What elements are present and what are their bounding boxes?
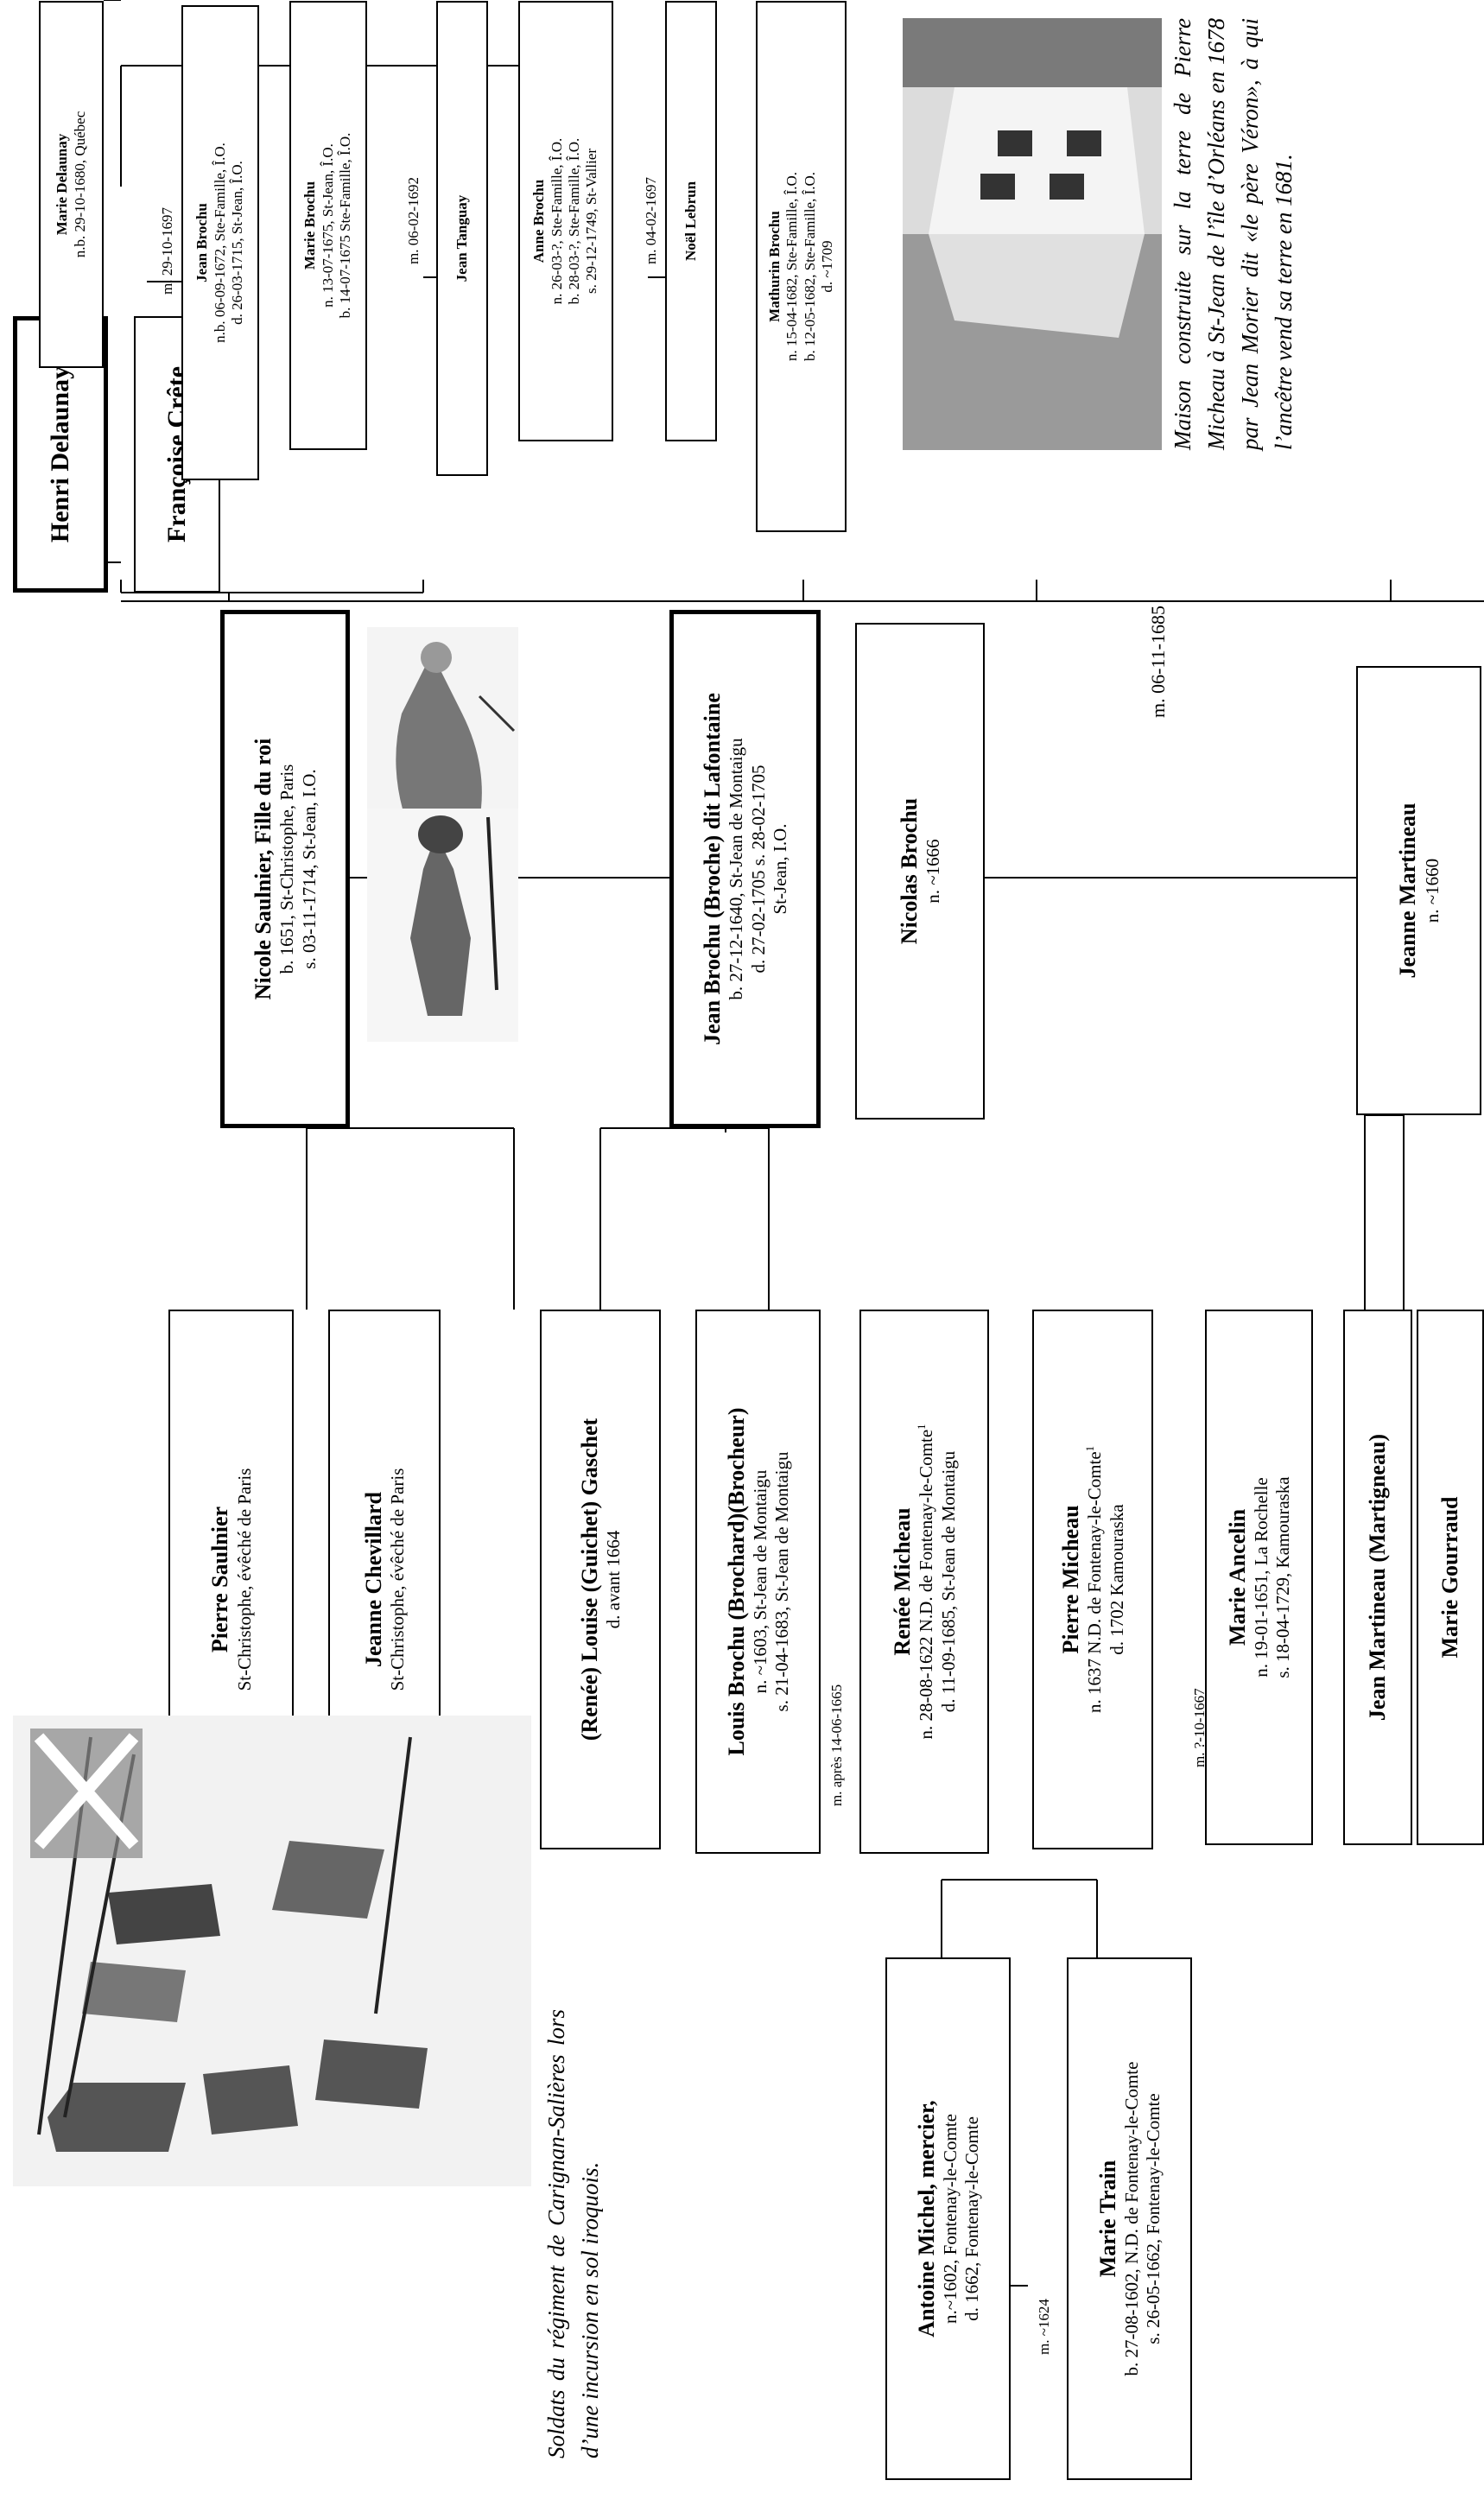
name: Nicole Saulnier, Fille du roi xyxy=(251,738,276,1000)
name: Antoine Michel, mercier, xyxy=(913,2100,939,2338)
detail: d. 1702 Kamouraska xyxy=(1106,1504,1127,1655)
name: Marie Train xyxy=(1094,2160,1120,2278)
name: Jean Brochu (Broche) dit Lafontaine xyxy=(700,693,726,1045)
name: Renée Micheau xyxy=(890,1507,916,1656)
person-antoine-michel: Antoine Michel, mercier, n.~1602, Fonten… xyxy=(885,1957,1011,2480)
name: Jean Martineau (Martigneau) xyxy=(1365,1433,1391,1722)
detail: n. ~1603, St-Jean de Montaigu xyxy=(749,1469,771,1694)
person-marie-delaunay: Marie Delaunay n.b. 29-10-1680, Québec xyxy=(39,1,104,368)
detail: n.b. 29-10-1680, Québec xyxy=(71,111,88,258)
detail: d. 1662, Fontenay-le-Comte xyxy=(961,2116,983,2321)
detail-text: n. 1637 N.D. de Fontenay-le-Comte xyxy=(1084,1451,1106,1713)
person-marie-gourraud: Marie Gourraud xyxy=(1417,1310,1484,1845)
detail: n. ~1666 xyxy=(923,839,943,904)
house-caption: Maison construite sur la terre de Pierre… xyxy=(1170,18,1297,450)
marriage-marie-tanguay: m. 06-02-1692 xyxy=(405,176,422,264)
detail: n. 26-03-?, Ste-Famille, Î.O. xyxy=(548,137,565,305)
marriage-antoine-marie: m. ~1624 xyxy=(1036,2299,1052,2355)
detail: d. 26-03-1715, St-Jean, Î.O. xyxy=(229,161,246,325)
detail: s. 29-12-1749, St-Vallier xyxy=(583,148,600,295)
detail: n. 28-08-1622 N.D. de Fontenay-le-Comte1 xyxy=(916,1424,937,1740)
detail: St-Jean, I.O. xyxy=(769,823,790,915)
house-photo-icon xyxy=(903,18,1162,450)
person-jeanne-martineau: Jeanne Martineau n. ~1660 xyxy=(1356,666,1481,1115)
detail: b. 1651, St-Christophe, Paris xyxy=(276,764,298,974)
marriage-louis-renee: m. après 14-06-1665 xyxy=(828,1684,845,1806)
name: Noël Lebrun xyxy=(682,181,699,262)
person-pierre-micheau: Pierre Micheau n. 1637 N.D. de Fontenay-… xyxy=(1032,1310,1153,1849)
detail: b. 27-08-1602, N.D. de Fontenay-le-Comte xyxy=(1120,2061,1142,2376)
name: Henri Delaunay xyxy=(46,365,74,543)
detail: St-Christophe, évêché de Paris xyxy=(387,1468,408,1691)
detail: b. 14-07-1675 Ste-Famille, Î.O. xyxy=(337,132,354,319)
person-anne-brochu: Anne Brochu n. 26-03-?, Ste-Famille, Î.O… xyxy=(518,1,613,441)
person-renee-gaschet: (Renée) Louise (Guichet) Gaschet d. avan… xyxy=(540,1310,661,1849)
detail: n. 19-01-1651, La Rochelle xyxy=(1250,1477,1272,1678)
detail: s. 21-04-1683, St-Jean de Montaigu xyxy=(771,1451,793,1712)
name: Jeanne Martineau xyxy=(1395,802,1421,979)
name: Marie Brochu xyxy=(301,181,319,270)
soldiers-engraving-icon xyxy=(13,1716,531,2186)
name: Mathurin Brochu xyxy=(765,211,783,322)
marriage-anne-noel: m. 04-02-1697 xyxy=(643,176,659,264)
detail: n. 15-04-1682, Ste-Famille, Î.O. xyxy=(783,171,801,362)
detail: s. 18-04-1729, Kamouraska xyxy=(1272,1476,1294,1678)
name: Jean Tanguay xyxy=(453,194,470,282)
detail: b. 27-12-1640, St-Jean de Montaigu xyxy=(726,738,747,1000)
detail: d. avant 1664 xyxy=(603,1530,624,1629)
person-louis-brochu: Louis Brochu (Brochard)(Brocheur) n. ~16… xyxy=(695,1310,821,1854)
name: Anne Brochu xyxy=(530,179,548,263)
detail: d. ~1709 xyxy=(818,240,835,293)
detail: n.b. 06-09-1672, Ste-Famille, Î.O. xyxy=(211,143,228,343)
name: Marie Delaunay xyxy=(54,133,71,236)
detail: n. 1637 N.D. de Fontenay-le-Comte1 xyxy=(1084,1446,1106,1713)
person-mathurin-brochu: Mathurin Brochu n. 15-04-1682, Ste-Famil… xyxy=(756,1,847,532)
footnote-mark: 1 xyxy=(916,1424,929,1430)
name: Pierre Micheau xyxy=(1058,1505,1084,1654)
name: Jean Brochu xyxy=(193,203,211,282)
name: (Renée) Louise (Guichet) Gaschet xyxy=(576,1418,602,1741)
soldier-engraving-icon xyxy=(367,809,518,1042)
detail: b. 28-03-?, Ste-Famille, Î.O. xyxy=(566,137,582,305)
person-noel-lebrun: Noël Lebrun xyxy=(665,1,717,441)
detail: s. 03-11-1714, St-Jean, I.O. xyxy=(298,769,320,969)
detail: n.~1602, Fontenay-le-Comte xyxy=(939,2114,961,2324)
person-jean-brochu: Jean Brochu n.b. 06-09-1672, Ste-Famille… xyxy=(181,5,259,480)
detail: s. 26-05-1662, Fontenay-le-Comte xyxy=(1143,2093,1164,2344)
name: Marie Gourraud xyxy=(1437,1496,1463,1659)
detail: b. 12-05-1682, Ste-Famille, Î.O. xyxy=(801,171,818,362)
person-jean-tanguay: Jean Tanguay xyxy=(436,1,488,476)
person-nicole-saulnier: Nicole Saulnier, Fille du roi b. 1651, S… xyxy=(220,610,350,1128)
person-jean-martineau-sr: Jean Martineau (Martigneau) xyxy=(1343,1310,1412,1845)
detail: n. ~1660 xyxy=(1421,858,1443,923)
name: Nicolas Brochu xyxy=(896,797,922,945)
footnote-mark: 1 xyxy=(1084,1446,1097,1452)
detail: d. 27-02-1705 s. 28-02-1705 xyxy=(747,764,769,974)
name: Marie Ancelin xyxy=(1224,1508,1250,1646)
detail: d. 11-09-1685, St-Jean de Montaigu xyxy=(937,1450,959,1713)
name: Pierre Saulnier xyxy=(207,1506,233,1653)
detail: St-Christophe, évêché de Paris xyxy=(233,1468,255,1691)
name: Jeanne Chevillard xyxy=(360,1492,386,1667)
person-marie-ancelin: Marie Ancelin n. 19-01-1651, La Rochelle… xyxy=(1205,1310,1313,1845)
name: Louis Brochu (Brochard)(Brocheur) xyxy=(723,1407,749,1756)
detail: n. 13-07-1675, St-Jean, Î.O. xyxy=(319,143,336,308)
person-marie-brochu: Marie Brochu n. 13-07-1675, St-Jean, Î.O… xyxy=(289,1,367,450)
person-nicolas-brochu: Nicolas Brochu n. ~1666 xyxy=(855,623,985,1120)
marriage-nicolas-jeanne: m. 06-11-1685 xyxy=(1147,606,1169,718)
person-jean-brochu-lafontaine: Jean Brochu (Broche) dit Lafontaine b. 2… xyxy=(669,610,821,1128)
detail-text: n. 28-08-1622 N.D. de Fontenay-le-Comte xyxy=(916,1429,937,1740)
marriage-marie-jean: m. 29-10-1697 xyxy=(159,206,175,295)
person-renee-micheau: Renée Micheau n. 28-08-1622 N.D. de Font… xyxy=(859,1310,989,1854)
soldiers-caption: Soldats du régiment de Carignan-Salières… xyxy=(543,2009,604,2458)
person-marie-train: Marie Train b. 27-08-1602, N.D. de Fonte… xyxy=(1067,1957,1192,2480)
